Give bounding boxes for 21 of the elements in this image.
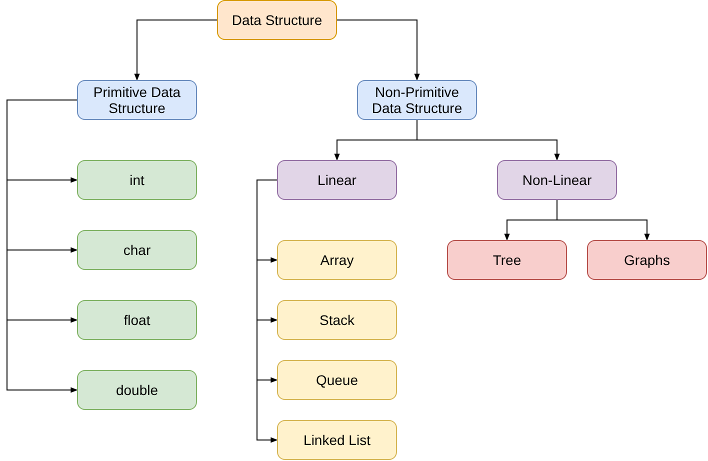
- process-box: Non-Primitive Data Structure: [357, 80, 477, 120]
- arrow: [416, 120, 560, 161]
- process-box: Array: [277, 240, 397, 280]
- arrow: [134, 20, 218, 81]
- process-box: Data Structure: [217, 0, 337, 40]
- process-box: Linear: [277, 160, 397, 200]
- process-box: Graphs: [587, 240, 707, 280]
- process-box: float: [77, 300, 197, 340]
- process-box: Primitive Data Structure: [77, 80, 197, 120]
- arrow: [556, 200, 650, 241]
- process-box: double: [77, 370, 197, 410]
- process-box: Linked List: [277, 420, 397, 460]
- arrow: [256, 180, 278, 443]
- arrow: [336, 20, 420, 81]
- process-box: char: [77, 230, 197, 270]
- process-box: int: [77, 160, 197, 200]
- process-box: Queue: [277, 360, 397, 400]
- process-box: Tree: [447, 240, 567, 280]
- process-box: Stack: [277, 300, 397, 340]
- process-box: Non-Linear: [497, 160, 617, 200]
- arrow: [6, 100, 78, 393]
